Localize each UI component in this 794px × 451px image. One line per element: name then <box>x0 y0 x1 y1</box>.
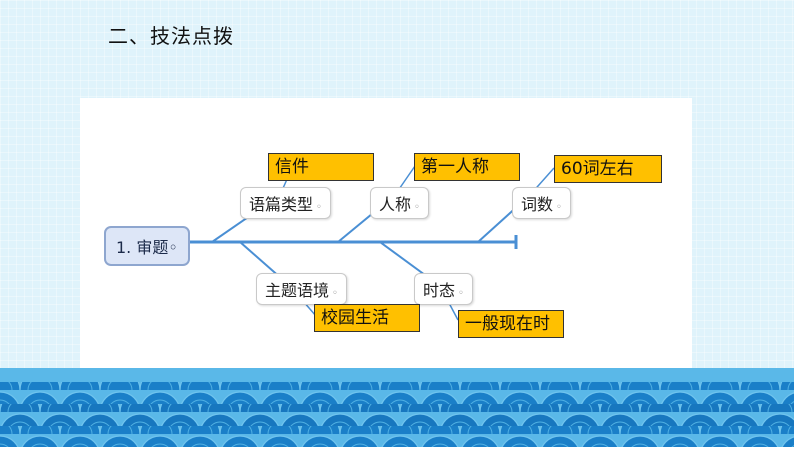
node-theme-context[interactable]: 主题语境◦ <box>256 273 347 305</box>
section-title: 二、技法点拨 <box>108 24 234 48</box>
tag-text-type: 信件 <box>268 153 374 181</box>
root-node-label: 1. 审题 <box>116 238 169 257</box>
node-word-count[interactable]: 词数◦ <box>512 187 571 219</box>
diagram-card: 1. 审题◦ 语篇类型◦ 人称◦ 词数◦ 主题语境◦ 时态◦ 信件 第一人称 6… <box>80 98 692 372</box>
tag-theme-context: 校园生活 <box>314 304 420 332</box>
collapse-dot-icon: ◦ <box>168 238 178 257</box>
node-text-type[interactable]: 语篇类型◦ <box>240 187 331 219</box>
collapse-dot-icon: ◦ <box>316 202 322 213</box>
tag-tense: 一般现在时 <box>458 310 564 338</box>
tag-person: 第一人称 <box>414 153 520 181</box>
collapse-dot-icon: ◦ <box>458 288 464 299</box>
collapse-dot-icon: ◦ <box>414 202 420 213</box>
bottom-wave-band <box>0 368 794 447</box>
collapse-dot-icon: ◦ <box>556 202 562 213</box>
tag-word-count: 60词左右 <box>554 155 662 183</box>
node-tense[interactable]: 时态◦ <box>414 273 473 305</box>
collapse-dot-icon: ◦ <box>332 288 338 299</box>
node-person[interactable]: 人称◦ <box>370 187 429 219</box>
root-node[interactable]: 1. 审题◦ <box>104 226 190 266</box>
wave-decoration <box>0 382 794 447</box>
